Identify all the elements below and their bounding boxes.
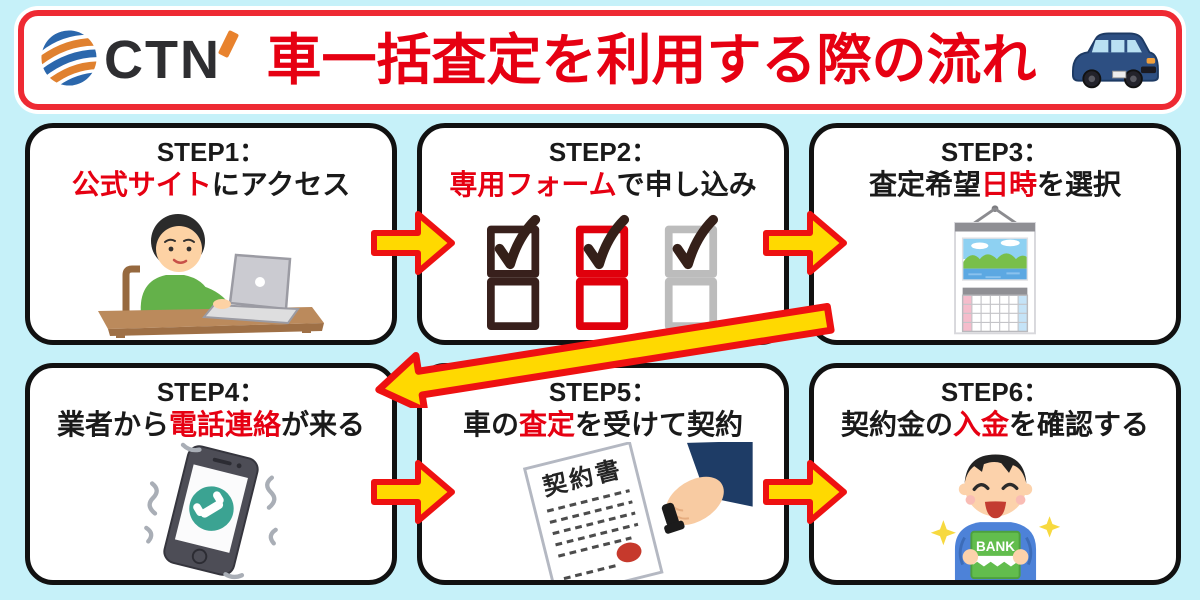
step-title-post: を確認する [1009,409,1150,441]
step-card-5: STEP5： 車の査定を受けて契約 契約書 [417,363,789,585]
bankbook-check-illustration: BANK [814,442,1176,580]
step-number: STEP4： [156,377,266,407]
step-title-highlight: 専用フォーム [449,169,617,201]
step-card-4: STEP4： 業者から電話連絡が来る [25,363,397,585]
ctn-logo: CTN [34,26,240,94]
header-banner: CTN 車一括査定を利用する際の流れ [18,10,1182,110]
step-title: 契約金の入金を確認する [841,408,1149,442]
step-number: STEP1： [156,137,266,167]
step-card-3: STEP3： 査定希望日時を選択 [809,123,1181,345]
ringing-smartphone-illustration [30,442,392,580]
contract-stamping-illustration: 契約書 [422,441,784,580]
step-title-post: で申し込み [616,169,757,201]
car-icon [1067,24,1162,97]
step-title-highlight: 日時 [980,169,1037,201]
logo-text: CTN [104,30,221,90]
arrow-right-icon [371,211,455,275]
step-title-post: が来る [281,409,366,441]
step-title-post: を受けて契約 [575,409,744,441]
checkbox-form-illustration [422,202,784,340]
step-title: 公式サイトにアクセス [72,168,351,202]
step-title: 業者から電話連絡が来る [57,408,365,442]
step-title-pre: 査定希望 [868,169,981,201]
step-number: STEP2： [548,137,658,167]
step-title-highlight: 査定 [518,409,575,441]
step-title-highlight: 公式サイト [71,169,212,201]
step-number: STEP5： [548,377,658,407]
step-number: STEP6： [940,377,1050,407]
page-title: 車一括査定を利用する際の流れ [266,28,1037,91]
arrow-right-icon [763,460,847,524]
person-using-laptop-illustration [30,202,392,340]
step-card-2: STEP2： 専用フォームで申し込み [417,123,789,345]
globe-icon [34,26,104,94]
step-title-pre: 業者から [56,409,169,441]
step-title: 査定希望日時を選択 [869,168,1121,202]
step-title-post: にアクセス [211,169,351,201]
bankbook-label-text: BANK [976,539,1015,554]
step-title-highlight: 入金 [952,409,1009,441]
step-title-pre: 契約金の [840,409,953,441]
step-card-1: STEP1： 公式サイトにアクセス [25,123,397,345]
step-title: 専用フォームで申し込み [449,168,756,202]
step-title: 車の査定を受けて契約 [463,408,743,442]
step-title-pre: 車の [462,409,519,441]
wall-calendar-illustration [814,202,1176,340]
step-card-6: STEP6： 契約金の入金を確認する BANK [809,363,1181,585]
arrow-right-icon [371,460,455,524]
arrow-long-left-icon [375,302,835,408]
step-number: STEP3： [940,137,1050,167]
step-title-highlight: 電話連絡 [168,409,281,441]
arrow-right-icon [763,211,847,275]
step-title-post: を選択 [1037,169,1122,201]
